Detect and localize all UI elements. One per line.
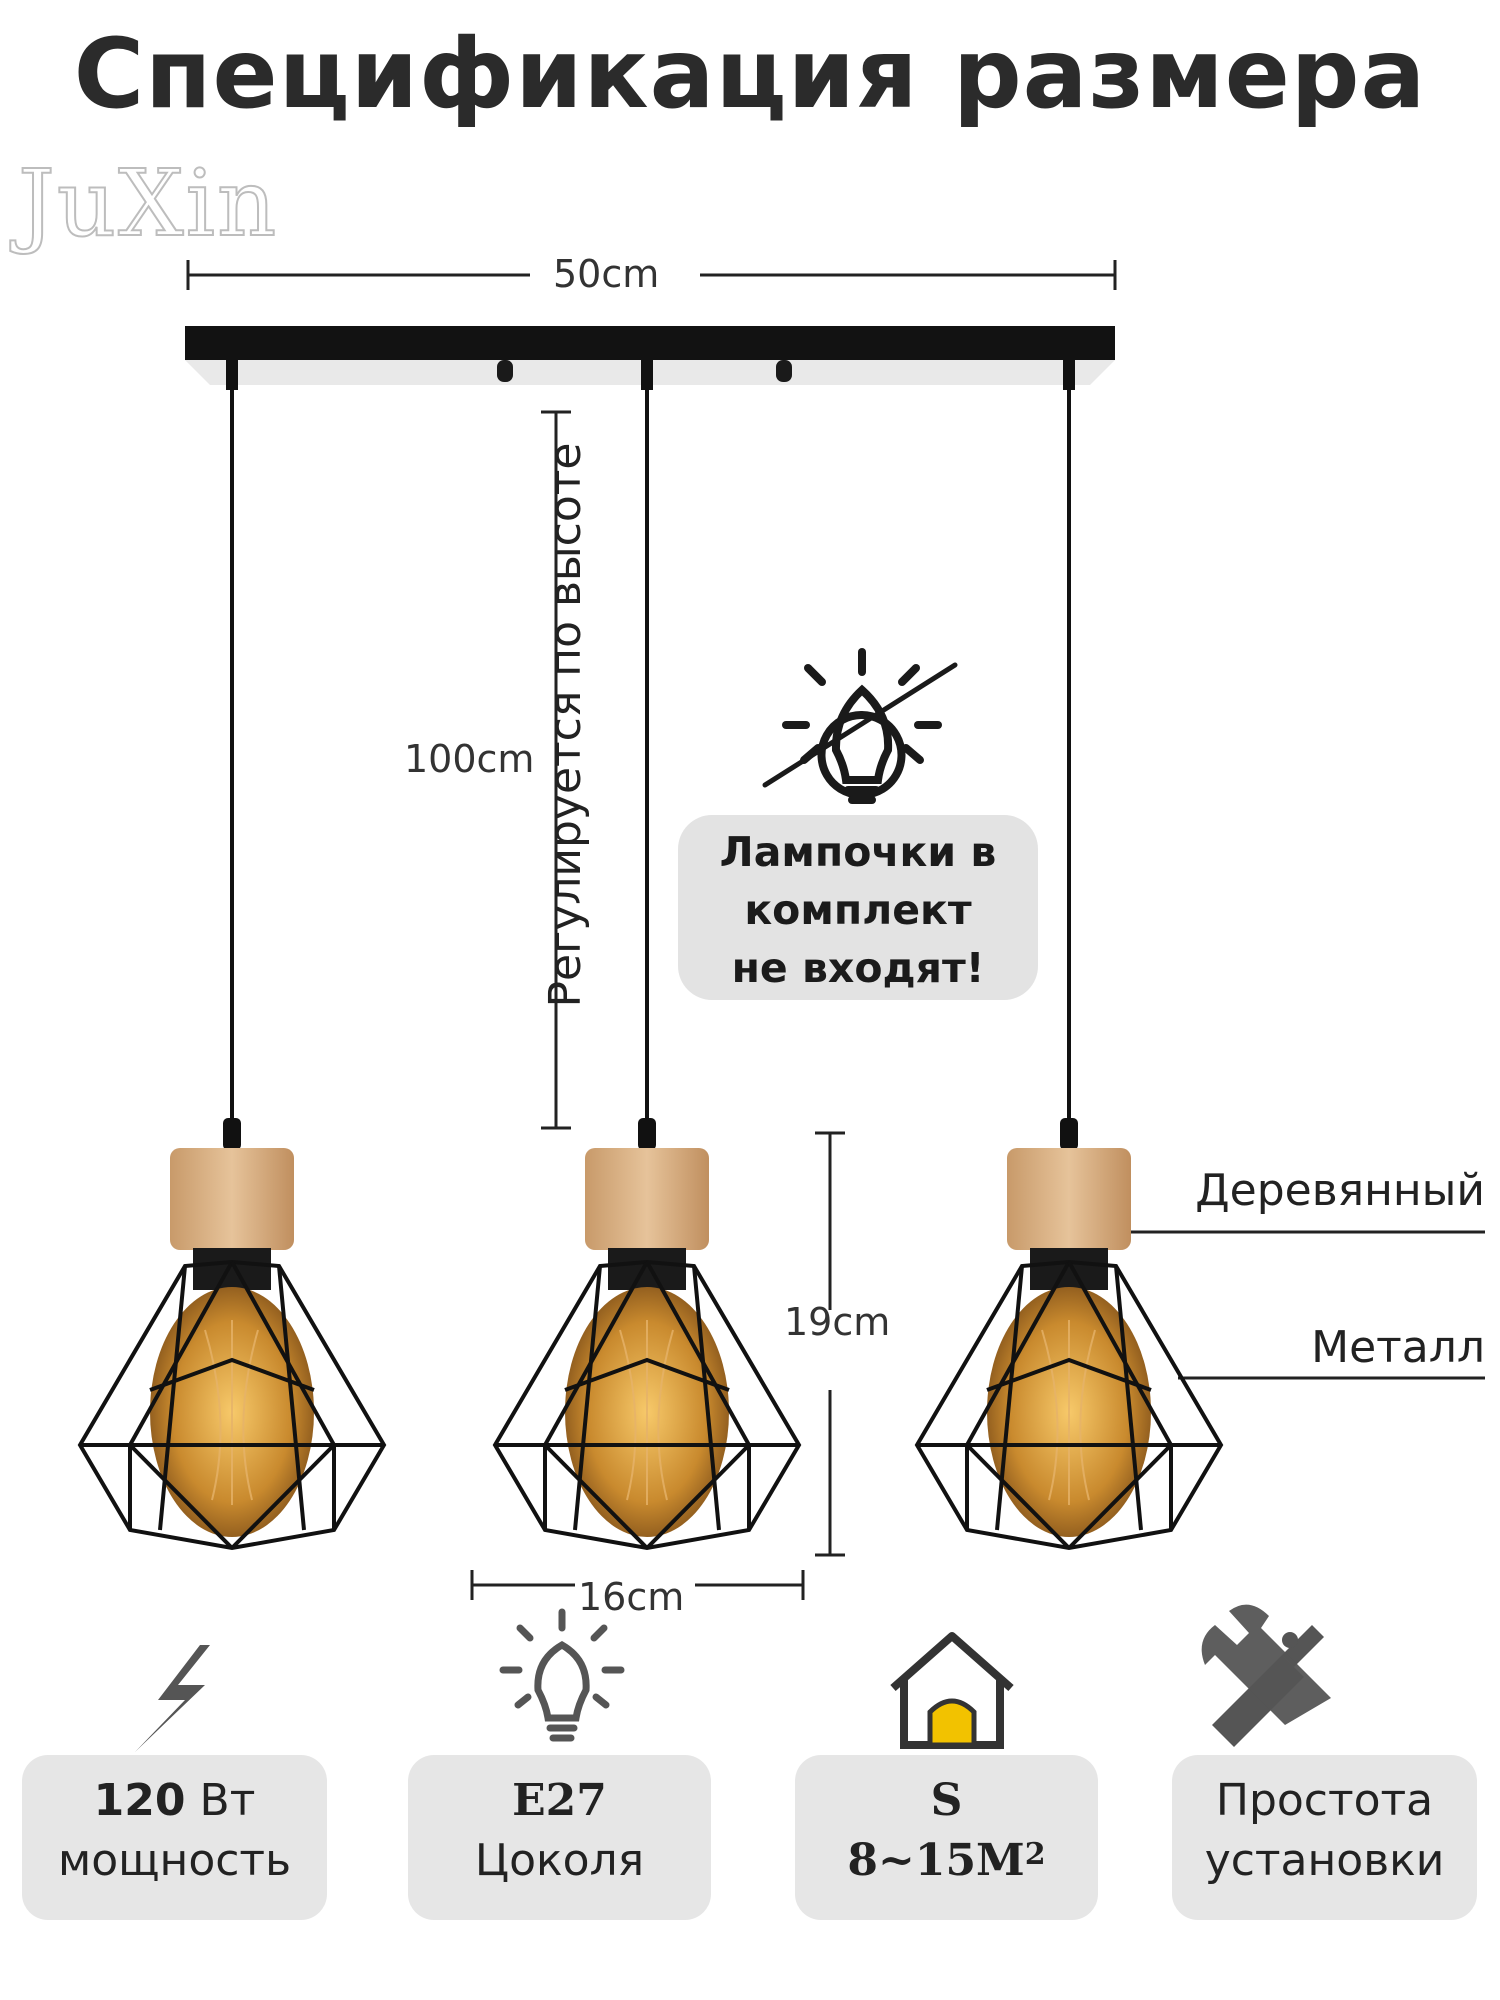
bulb-icon (499, 1608, 625, 1742)
height-adjustable-note: Регулируется по высоте (540, 442, 591, 1008)
pendant-lamp-left (77, 360, 387, 1551)
area-card: S 8~15M2 (795, 1755, 1098, 1920)
socket-value: E27 (512, 1775, 607, 1826)
shade-height-dimension-line (815, 1131, 845, 1557)
shade-width-dimension-line (470, 1570, 805, 1600)
shade-height-label: 19cm (784, 1300, 891, 1344)
installation-label: установки (1204, 1835, 1445, 1886)
socket-label: Цоколя (474, 1835, 645, 1886)
metal-callout-label: Металл (1311, 1322, 1485, 1373)
brand-watermark: JuXin (17, 149, 279, 258)
power-value-row: 120 Вт (22, 1771, 327, 1831)
bulbs-not-included-notice: Лампочки в комплект не входят! (678, 815, 1038, 1000)
pendant-lamp-center (492, 360, 802, 1551)
wood-callout-label: Деревянный (1195, 1165, 1485, 1216)
socket-card: E27 Цоколя (408, 1755, 711, 1920)
notice-line-2: комплект (744, 886, 972, 934)
shade-width-label: 16cm (578, 1575, 685, 1619)
house-icon (890, 1632, 1014, 1749)
width-label: 50cm (553, 252, 660, 296)
tools-icon (1201, 1604, 1331, 1747)
height-label: 100cm (404, 737, 535, 781)
power-label: мощность (58, 1835, 291, 1886)
installation-card: Простота установки (1172, 1755, 1477, 1920)
pendant-lamp-right (914, 360, 1224, 1551)
power-card: 120 Вт мощность (22, 1755, 327, 1920)
notice-line-1: Лампочки в (719, 828, 997, 876)
width-dimension-line (186, 260, 1117, 290)
area-value: S (930, 1775, 963, 1826)
page-title: Спецификация размера (73, 18, 1427, 130)
no-bulb-icon (762, 648, 958, 804)
lightning-icon (135, 1645, 210, 1752)
notice-line-3: не входят! (731, 944, 985, 992)
area-label: 8~15M2 (795, 1831, 1098, 1891)
height-dimension-line (541, 410, 571, 1130)
installation-value: Простота (1215, 1775, 1434, 1826)
power-value: 120 (93, 1775, 186, 1826)
area-label-main: 8~15M (847, 1835, 1025, 1886)
area-label-sup: 2 (1024, 1837, 1046, 1872)
power-unit: Вт (185, 1775, 256, 1826)
